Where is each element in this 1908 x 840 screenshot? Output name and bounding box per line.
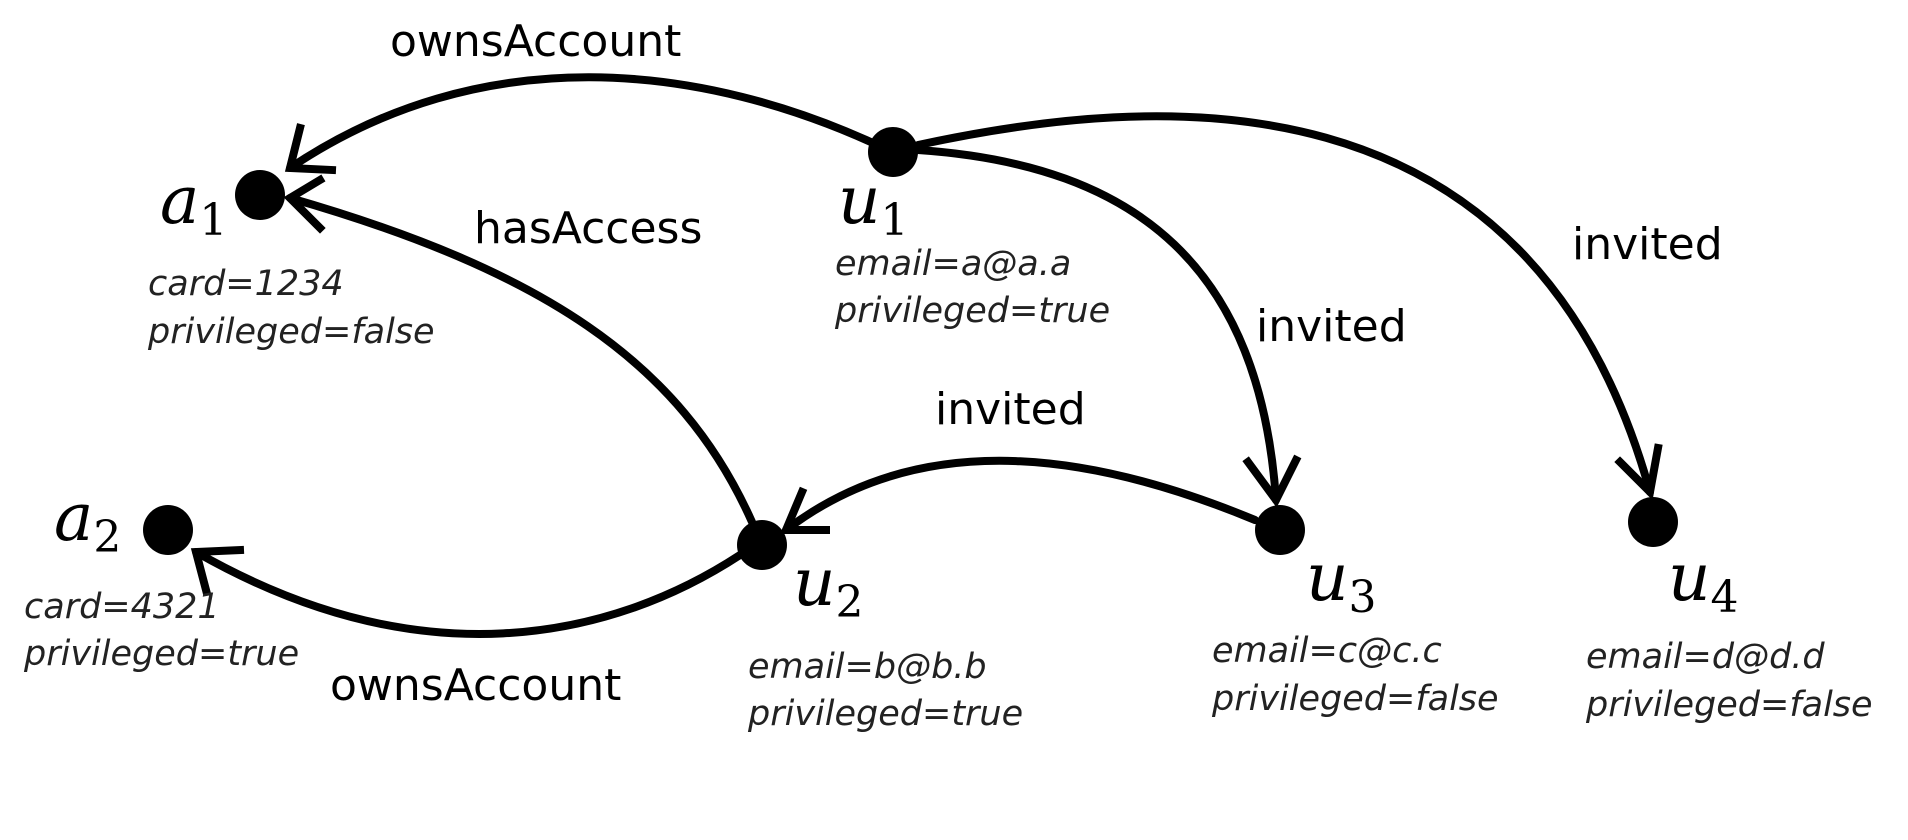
arrowhead [1242, 454, 1302, 508]
node-attribute: privileged=false [1585, 685, 1873, 725]
node-attribute: email=d@d.d [1586, 637, 1825, 677]
node-attribute: email=c@c.c [1212, 631, 1442, 671]
edge-u3-u2-invited: invited [779, 384, 1259, 534]
node-u2: u2 email=b@b.b privileged=true [737, 520, 1023, 734]
node-dot [868, 127, 918, 177]
arrowhead [1614, 443, 1663, 501]
node-dot [143, 505, 193, 555]
edge-label: invited [1256, 301, 1407, 352]
node-attribute: privileged=false [147, 312, 435, 352]
edge-label: ownsAccount [390, 16, 681, 67]
edge-line [192, 548, 744, 638]
arrowhead [283, 174, 326, 234]
node-label: a2 [54, 479, 121, 563]
node-dot [1628, 497, 1678, 547]
edge-u2-a1-hasaccess: hasAccess [283, 174, 756, 526]
node-label: a1 [160, 162, 227, 246]
node-attribute: privileged=true [23, 634, 299, 674]
node-label: u1 [838, 162, 909, 246]
edge-u1-u3-invited: invited [914, 146, 1407, 508]
node-a1: a1 card=1234 privileged=false [147, 162, 435, 352]
edge-line [914, 112, 1654, 496]
node-label: u2 [793, 544, 864, 628]
node-u1: u1 email=a@a.a privileged=true [834, 127, 1110, 331]
edge-u1-u4-invited: invited [914, 112, 1723, 501]
node-attribute: privileged=false [1211, 679, 1499, 719]
node-dot [235, 170, 285, 220]
node-attribute: privileged=true [834, 291, 1110, 331]
node-attribute: email=b@b.b [748, 647, 987, 687]
edge-label: invited [1572, 219, 1723, 270]
node-label: u3 [1306, 539, 1377, 623]
node-label: u4 [1668, 539, 1739, 623]
node-u4: u4 email=d@d.d privileged=false [1585, 497, 1873, 725]
node-a2: a2 card=4321 privileged=true [23, 479, 299, 674]
arrowhead [779, 486, 830, 534]
edge-label: ownsAccount [330, 660, 621, 711]
edge-u2-a2-ownsaccount: ownsAccount [190, 545, 744, 711]
edge-label: invited [935, 384, 1086, 435]
arrowhead [190, 545, 245, 595]
node-dot [737, 520, 787, 570]
edge-line [914, 146, 1280, 504]
node-dot [1255, 505, 1305, 555]
node-u3: u3 email=c@c.c privileged=false [1211, 505, 1499, 719]
node-attribute: privileged=true [747, 694, 1023, 734]
node-attribute: card=1234 [148, 264, 344, 304]
edge-line [286, 73, 892, 172]
node-attribute: card=4321 [24, 587, 220, 627]
edge-label: hasAccess [474, 203, 702, 254]
edge-line [782, 456, 1259, 534]
edge-line [286, 194, 756, 526]
arrowhead [284, 123, 337, 175]
node-attribute: email=a@a.a [835, 244, 1071, 284]
edge-u1-a1-ownsaccount: ownsAccount [284, 16, 892, 175]
